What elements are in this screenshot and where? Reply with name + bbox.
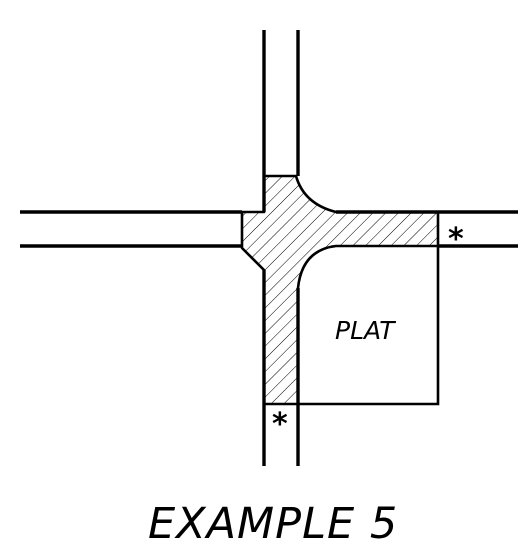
plat-boundary — [298, 246, 440, 406]
plat-label: PLAT — [335, 316, 396, 345]
asterisk-marker-top: * — [448, 222, 464, 257]
dedication-area — [240, 174, 440, 406]
example-caption: EXAMPLE 5 — [148, 499, 398, 549]
asterisk-marker-bottom: * — [272, 407, 288, 442]
